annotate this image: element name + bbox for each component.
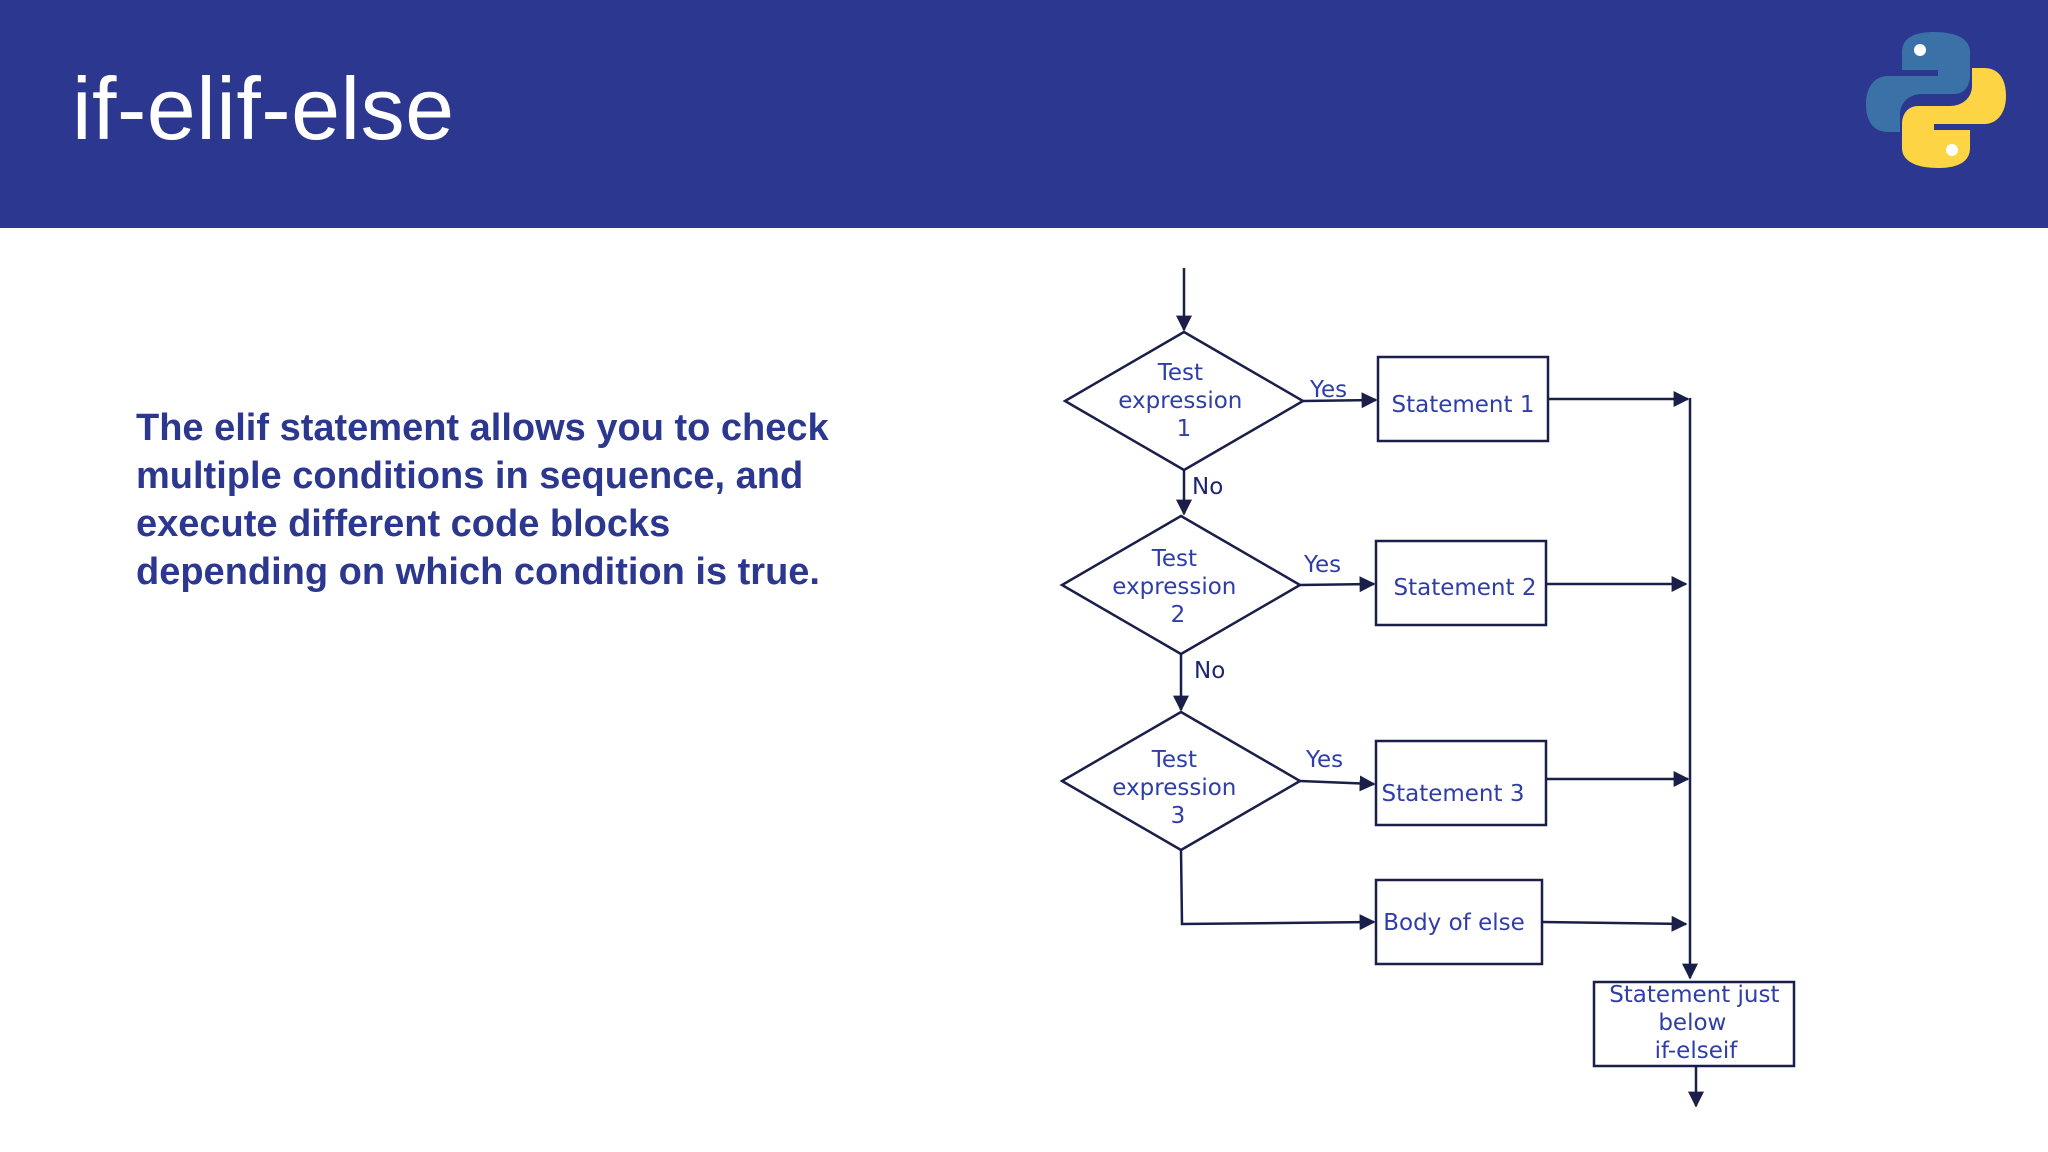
yes-label-2: Yes (1303, 552, 1341, 578)
python-logo-icon (1866, 32, 2006, 168)
yes-label-3: Yes (1305, 747, 1343, 773)
decision-3-text: Test expression 3 (1112, 747, 1243, 829)
yes-label-1: Yes (1309, 377, 1347, 403)
statement-3-text: Statement 3 (1382, 781, 1525, 807)
statement-box-final (1592, 980, 1796, 1068)
yes-arrow-1 (1302, 392, 1378, 409)
statement-box-3 (1374, 739, 1548, 827)
final-statement-text: Statement just below if-elseif (1609, 982, 1787, 1064)
merge-arrow-else (1541, 915, 1688, 932)
statement-2-text: Statement 2 (1394, 575, 1537, 601)
else-text: Body of else (1383, 910, 1525, 936)
slide-header (0, 0, 2048, 228)
slide-description: The elif statement allows you to check m… (136, 407, 829, 593)
no-label-1: No (1192, 474, 1223, 500)
statement-box-1 (1376, 355, 1550, 443)
statement-box-2 (1374, 539, 1548, 627)
else-path (1179, 849, 1376, 931)
yes-arrow-3 (1299, 775, 1376, 792)
yes-arrow-2 (1299, 576, 1376, 593)
decision-2-text: Test expression 2 (1112, 546, 1243, 628)
statement-box-else (1374, 878, 1544, 966)
statement-1-text: Statement 1 (1392, 392, 1535, 418)
slide-title: if-elif-else (72, 59, 455, 158)
decision-1-text: Test expression 1 (1118, 360, 1249, 442)
no-label-2: No (1194, 658, 1225, 684)
